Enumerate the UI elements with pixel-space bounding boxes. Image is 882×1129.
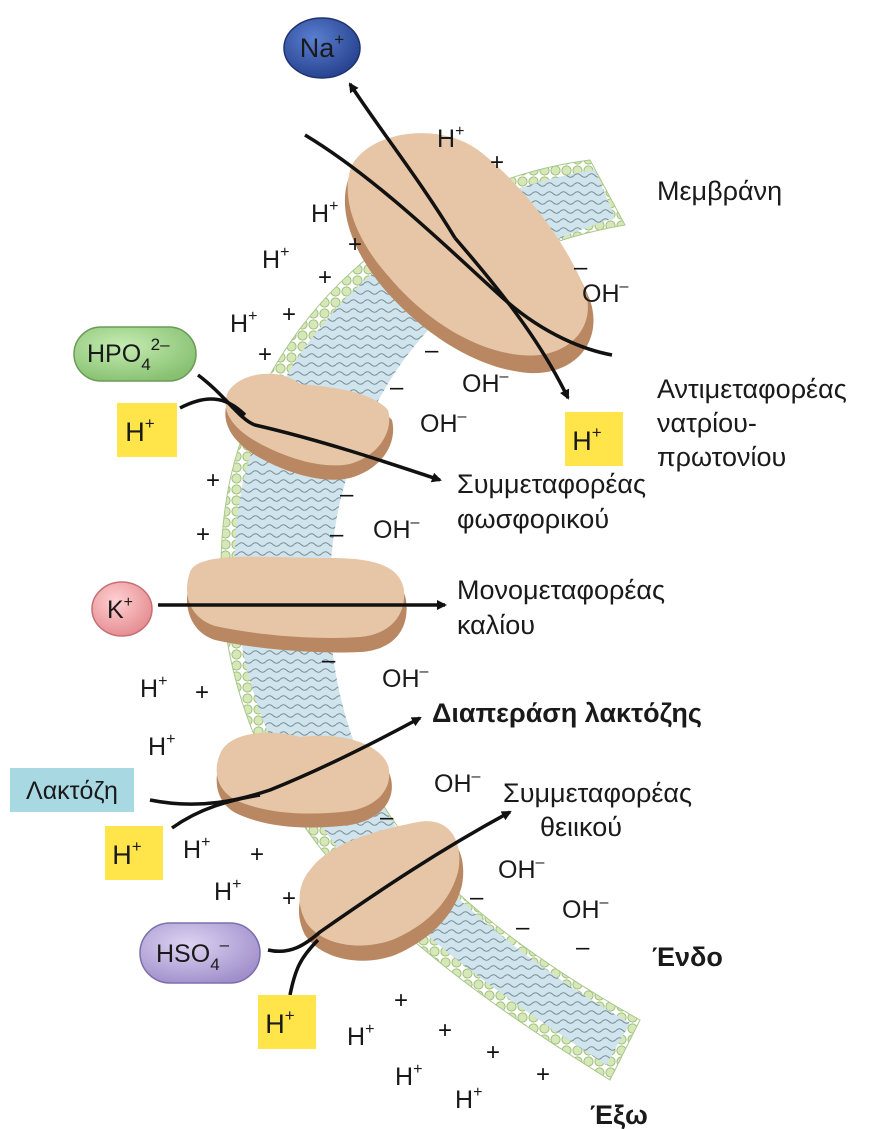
oh-ion: OH– bbox=[582, 278, 629, 308]
plus-charge: + bbox=[348, 231, 362, 258]
oh-ion: OH– bbox=[462, 368, 509, 398]
h-box-lactose: H+ bbox=[105, 826, 163, 880]
oh-ion: OH– bbox=[420, 408, 467, 438]
h-ion: H+ bbox=[262, 244, 289, 274]
h-ion: H+ bbox=[395, 1061, 422, 1091]
h-ion: H+ bbox=[214, 876, 241, 906]
h-box-phosphate: H+ bbox=[117, 403, 177, 457]
minus-charge: – bbox=[574, 254, 588, 281]
svg-text:φωσφορικού: φωσφορικού bbox=[457, 504, 609, 534]
svg-text:Συμμεταφορέας: Συμμεταφορέας bbox=[503, 778, 692, 808]
plus-charge: + bbox=[196, 521, 210, 548]
h-ion: H+ bbox=[148, 731, 175, 761]
na-sup: + bbox=[334, 30, 344, 49]
h-ion: H+ bbox=[311, 198, 338, 228]
hso4-sub: 4 bbox=[210, 955, 219, 974]
hpo4-ion: HPO42– bbox=[74, 327, 196, 381]
minus-charge: – bbox=[470, 884, 484, 911]
minus-charge: – bbox=[425, 337, 439, 364]
oh-ion: OH– bbox=[434, 768, 481, 798]
k-ion: K+ bbox=[92, 582, 152, 636]
plus-charge: + bbox=[394, 987, 408, 1014]
hso4-ion: HSO4– bbox=[140, 923, 260, 983]
h-ion: H+ bbox=[140, 673, 167, 703]
lactose-label: Λακτόζη bbox=[26, 777, 118, 805]
hpo4-sup: 2– bbox=[151, 335, 170, 354]
oh-ion: OH– bbox=[562, 894, 609, 924]
svg-text:Αντιμεταφορέας: Αντιμεταφορέας bbox=[657, 374, 847, 404]
outside-label: Έξω bbox=[590, 1100, 648, 1129]
phosphate-symporter-label: Συμμεταφορέας φωσφορικού bbox=[457, 469, 646, 534]
plus-charge: + bbox=[258, 341, 272, 368]
minus-charge: – bbox=[516, 914, 530, 941]
membrane-label: Μεμβράνη bbox=[657, 176, 782, 206]
oh-ion: OH– bbox=[373, 514, 420, 544]
hso4-base: HSO bbox=[156, 940, 210, 968]
svg-text:καλίου: καλίου bbox=[457, 610, 535, 640]
minus-charge: – bbox=[390, 374, 404, 401]
plus-charge: + bbox=[486, 1039, 500, 1066]
plus-charge: + bbox=[195, 679, 209, 706]
minus-charge: – bbox=[340, 481, 354, 508]
plus-charge: + bbox=[490, 149, 504, 176]
plus-charge: + bbox=[536, 1061, 550, 1088]
plus-charge: + bbox=[250, 841, 264, 868]
minus-charge: – bbox=[576, 934, 590, 961]
h-ion: H+ bbox=[455, 1084, 482, 1114]
plus-charge: + bbox=[282, 301, 296, 328]
minus-charge: – bbox=[380, 804, 394, 831]
h-box-antiporter: H+ bbox=[565, 412, 623, 466]
sulfate-symporter-label: Συμμεταφορέας θειικού bbox=[503, 778, 692, 842]
potassium-uniporter-label: Μονομεταφορέας καλίου bbox=[457, 575, 665, 640]
minus-charge: – bbox=[322, 647, 336, 674]
na-base: Na bbox=[300, 33, 335, 63]
k-sup: + bbox=[124, 594, 133, 611]
minus-charge: – bbox=[330, 521, 344, 548]
plus-charge: + bbox=[282, 885, 296, 912]
lactose-box: Λακτόζη bbox=[10, 768, 134, 812]
h-ion: H+ bbox=[230, 308, 257, 338]
svg-text:θειικού: θειικού bbox=[540, 812, 622, 842]
svg-text:νατρίου-: νατρίου- bbox=[657, 408, 757, 438]
antiporter-label: Αντιμεταφορέας νατρίου- πρωτονίου bbox=[657, 374, 847, 472]
inside-label: Ένδο bbox=[652, 942, 723, 972]
plus-charge: + bbox=[206, 467, 220, 494]
hpo4-base: HPO bbox=[87, 340, 141, 368]
plus-charge: + bbox=[318, 264, 332, 291]
hpo4-sub: 4 bbox=[141, 355, 150, 374]
svg-text:Συμμεταφορέας: Συμμεταφορέας bbox=[457, 469, 646, 499]
k-base: K bbox=[107, 596, 124, 624]
h-ion: H+ bbox=[183, 834, 210, 864]
na-ion: Na+ bbox=[284, 18, 360, 78]
oh-ion: OH– bbox=[382, 663, 429, 693]
svg-text:Μονομεταφορέας: Μονομεταφορέας bbox=[457, 575, 665, 605]
h-ion: H+ bbox=[347, 1021, 374, 1051]
svg-text:πρωτονίου: πρωτονίου bbox=[657, 442, 786, 472]
plus-charge: + bbox=[438, 1017, 452, 1044]
hso4-sup: – bbox=[220, 935, 230, 954]
oh-ion: OH– bbox=[498, 854, 545, 884]
lactose-permease-label: Διαπεράση λακτόζης bbox=[432, 698, 702, 728]
h-box-sulfate: H+ bbox=[258, 995, 316, 1049]
